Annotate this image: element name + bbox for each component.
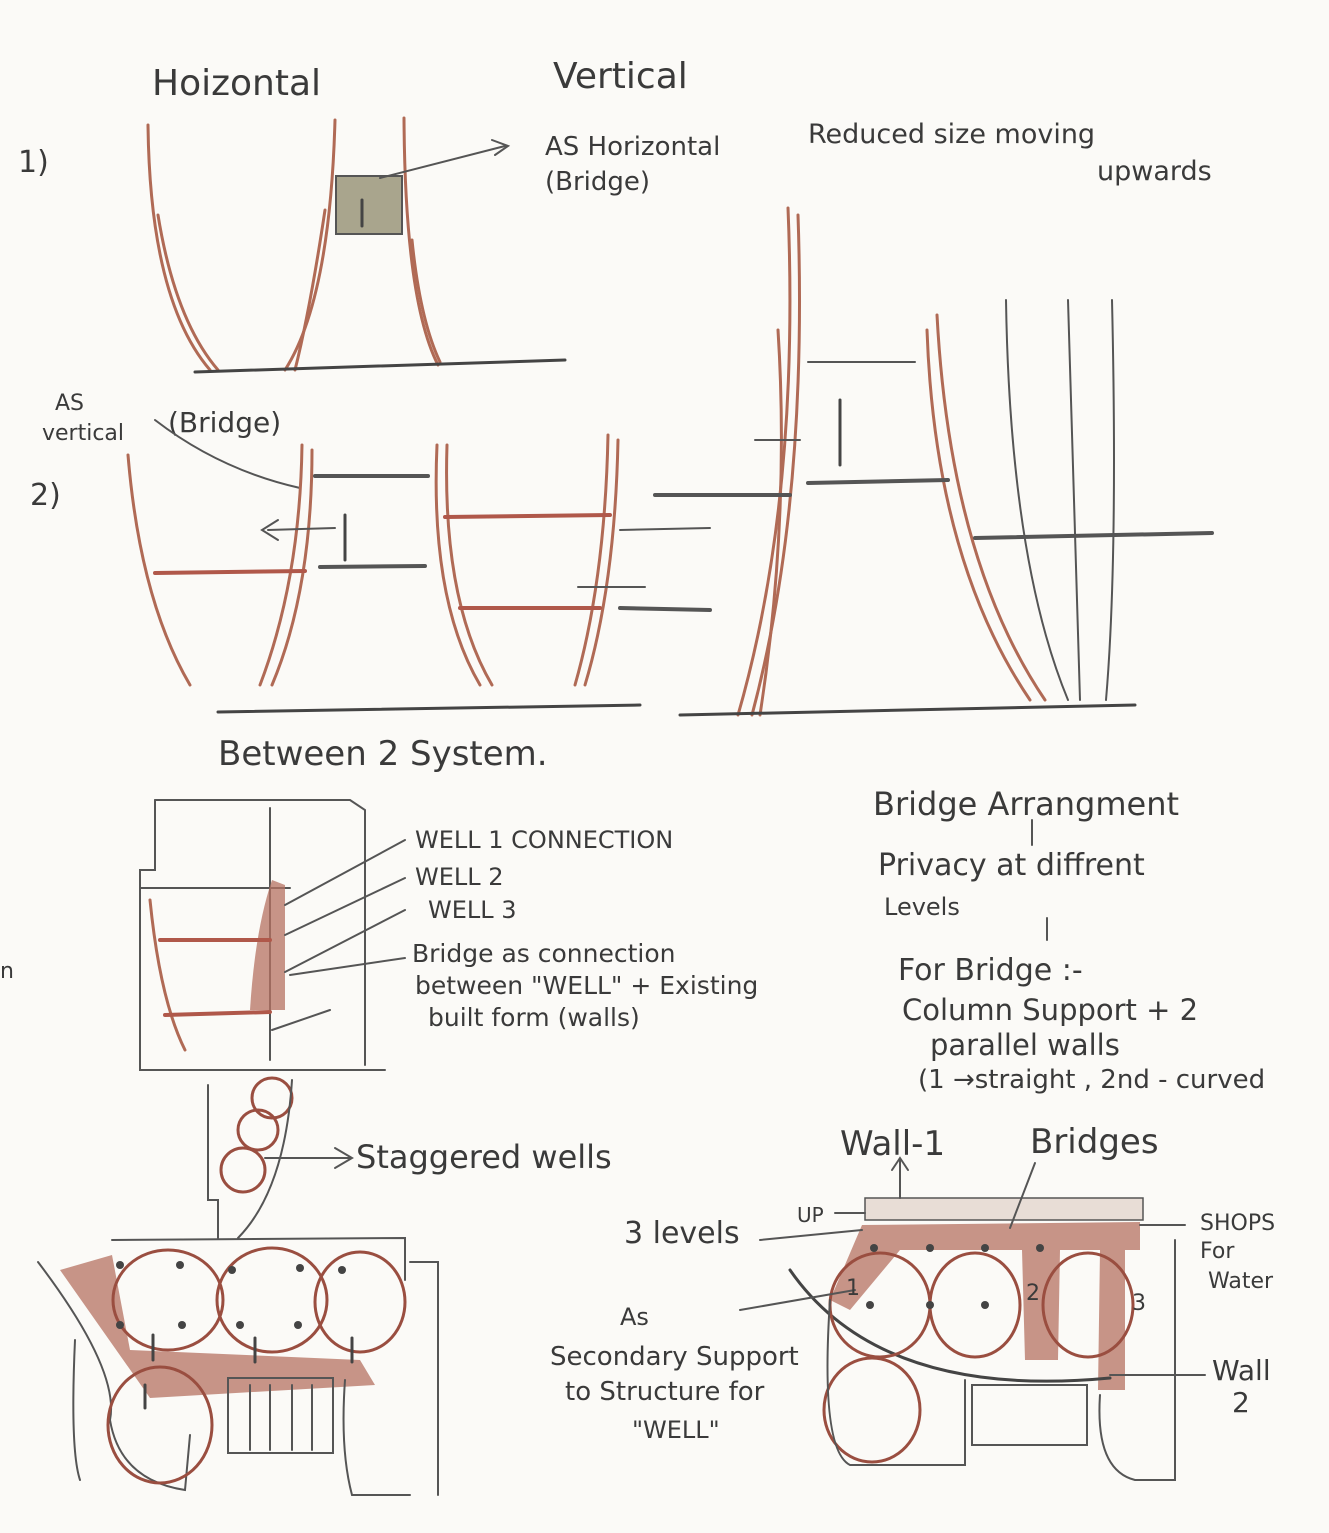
heading-between: Between 2 System. xyxy=(218,734,548,774)
arrangement-for-bridge: For Bridge :- xyxy=(898,953,1083,988)
label-wall-2-line2: 2 xyxy=(1232,1386,1250,1419)
label-secondary-1: As xyxy=(620,1303,649,1331)
sketch-reduced-size xyxy=(653,206,1214,717)
heading-vertical: Vertical xyxy=(553,56,688,97)
row-1-label: 1) xyxy=(18,145,49,180)
label-wall-2-line1: Wall xyxy=(1212,1354,1271,1387)
label-shops-1: SHOPS xyxy=(1200,1211,1275,1236)
label-well-2: WELL 2 xyxy=(415,863,504,891)
note-as-horizontal-1: AS Horizontal xyxy=(545,132,720,162)
label-bridge-connection-1: Bridge as connection xyxy=(412,939,675,968)
label-bridge-connection-3: built form (walls) xyxy=(428,1003,640,1032)
label-3-levels: 3 levels xyxy=(624,1216,740,1251)
bridge-number-2: 2 xyxy=(1026,1281,1040,1306)
bridge-block xyxy=(335,175,403,235)
plan-staggered-wells xyxy=(37,1076,439,1496)
edge-fragment: n xyxy=(0,959,14,984)
arrangement-column-1: Column Support + 2 xyxy=(902,993,1198,1027)
arrangement-privacy-2: Levels xyxy=(884,893,960,921)
label-bridges: Bridges xyxy=(1030,1122,1159,1162)
note-as-vertical-1: AS xyxy=(55,391,84,416)
arrangement-title: Bridge Arrangment xyxy=(873,785,1179,823)
plan-bridges xyxy=(739,1156,1206,1481)
arrangement-privacy-1: Privacy at diffrent xyxy=(878,848,1145,883)
label-wall-1: Wall-1 xyxy=(840,1124,945,1164)
label-secondary-4: "WELL" xyxy=(632,1416,720,1444)
heading-horizontal: Hoizontal xyxy=(152,63,321,104)
label-well-1: WELL 1 CONNECTION xyxy=(415,826,673,854)
label-staggered-wells: Staggered wells xyxy=(356,1138,612,1176)
note-reduced-2: upwards xyxy=(1097,156,1212,187)
note-as-vertical-3: (Bridge) xyxy=(168,406,281,439)
arrangement-column-2: parallel walls xyxy=(930,1028,1120,1062)
label-well-3: WELL 3 xyxy=(428,896,517,924)
sketch-horizontal-bridge xyxy=(146,116,567,374)
label-secondary-3: to Structure for xyxy=(565,1377,765,1407)
label-bridge-connection-2: between "WELL" + Existing xyxy=(415,971,758,1000)
bridge-number-3: 3 xyxy=(1132,1291,1146,1316)
note-as-vertical-2: vertical xyxy=(42,421,124,446)
label-shops-3: Water xyxy=(1208,1269,1274,1294)
label-shops-2: For xyxy=(1200,1239,1235,1264)
sketch-vertical-bridge xyxy=(126,419,712,714)
label-secondary-2: Secondary Support xyxy=(550,1342,799,1372)
sketch-section-wells xyxy=(139,799,406,1071)
row-2-label: 2) xyxy=(30,478,61,513)
arrangement-column-3: (1 →straight , 2nd - curved xyxy=(918,1065,1265,1095)
bridge-number-1: 1 xyxy=(846,1276,860,1301)
note-as-horizontal-2: (Bridge) xyxy=(545,167,650,197)
label-up: UP xyxy=(797,1203,824,1227)
note-reduced-1: Reduced size moving xyxy=(808,119,1095,150)
